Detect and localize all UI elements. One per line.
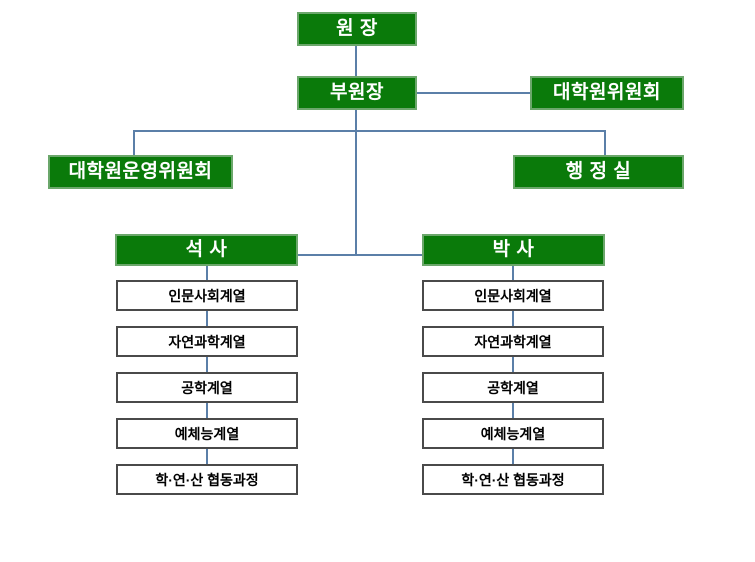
masters-program-item[interactable]: 인문사회계열 — [116, 280, 298, 311]
doctorate-program-item[interactable]: 공학계열 — [422, 372, 604, 403]
connector-doctorate-spine — [512, 265, 514, 281]
connector-doctorate-spine-4 — [512, 449, 514, 464]
doctorate-program-label: 학·연·산 협동과정 — [461, 471, 565, 488]
masters-program-item[interactable]: 공학계열 — [116, 372, 298, 403]
connector-masters-spine-2 — [206, 357, 208, 372]
doctorate-program-item[interactable]: 예체능계열 — [422, 418, 604, 449]
masters-program-item[interactable]: 학·연·산 협동과정 — [116, 464, 298, 495]
node-masters-label: 석 사 — [185, 239, 228, 260]
masters-program-item[interactable]: 자연과학계열 — [116, 326, 298, 357]
masters-program-label: 예체능계열 — [174, 425, 240, 442]
connector-doctorate-spine-2 — [512, 357, 514, 372]
connector-masters-spine — [206, 265, 208, 281]
node-grad-operating-committee[interactable]: 대학원운영위원회 — [48, 155, 233, 189]
connector-director-to-vice-director — [355, 45, 357, 76]
connector-masters-spine-1 — [206, 311, 208, 326]
node-grad-committee[interactable]: 대학원위원회 — [530, 76, 684, 110]
connector-trunk-to-degree-bar — [355, 131, 357, 255]
connector-masters-spine-4 — [206, 449, 208, 464]
masters-program-label: 자연과학계열 — [168, 333, 246, 350]
doctorate-program-label: 자연과학계열 — [474, 333, 552, 350]
doctorate-program-label: 공학계열 — [487, 379, 539, 396]
connector-masters-spine-3 — [206, 403, 208, 418]
node-director[interactable]: 원 장 — [297, 12, 417, 46]
doctorate-program-label: 예체능계열 — [480, 425, 546, 442]
masters-program-item[interactable]: 예체능계열 — [116, 418, 298, 449]
node-vice-director[interactable]: 부원장 — [297, 76, 417, 110]
connector-vice-director-to-grad-committee — [416, 92, 530, 94]
connector-branch-to-operating-committee — [133, 130, 135, 156]
connector-branch-bar — [133, 130, 606, 132]
node-grad-committee-label: 대학원위원회 — [553, 82, 661, 103]
node-masters[interactable]: 석 사 — [115, 234, 298, 266]
doctorate-program-item[interactable]: 자연과학계열 — [422, 326, 604, 357]
connector-degree-bar — [297, 254, 423, 256]
connector-doctorate-spine-1 — [512, 311, 514, 326]
masters-program-label: 학·연·산 협동과정 — [155, 471, 259, 488]
node-admin-office[interactable]: 행 정 실 — [513, 155, 684, 189]
node-doctorate[interactable]: 박 사 — [422, 234, 605, 266]
doctorate-program-item[interactable]: 인문사회계열 — [422, 280, 604, 311]
node-doctorate-label: 박 사 — [492, 239, 535, 260]
node-vice-director-label: 부원장 — [330, 82, 384, 103]
masters-program-label: 인문사회계열 — [168, 287, 246, 304]
connector-branch-to-admin-office — [604, 130, 606, 156]
node-admin-office-label: 행 정 실 — [565, 161, 632, 182]
node-grad-operating-committee-label: 대학원운영위원회 — [68, 161, 213, 182]
doctorate-program-item[interactable]: 학·연·산 협동과정 — [422, 464, 604, 495]
masters-program-label: 공학계열 — [181, 379, 233, 396]
doctorate-program-label: 인문사회계열 — [474, 287, 552, 304]
connector-doctorate-spine-3 — [512, 403, 514, 418]
node-director-label: 원 장 — [336, 18, 378, 39]
connector-vice-director-down — [355, 109, 357, 131]
